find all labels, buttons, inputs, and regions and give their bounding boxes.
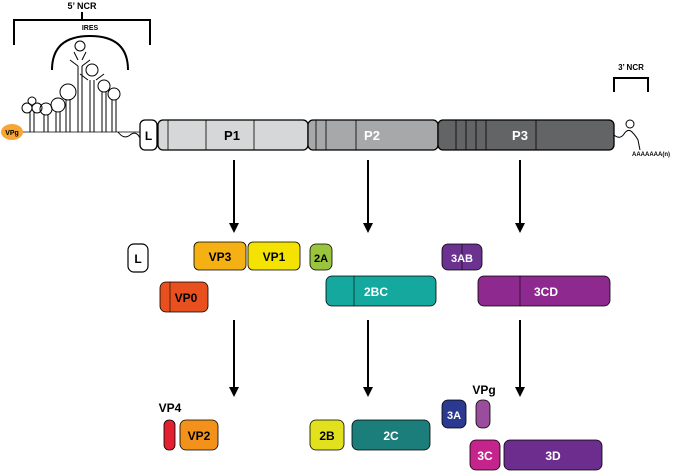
l-genome-label: L bbox=[145, 129, 152, 143]
b2-label: 2B bbox=[319, 429, 335, 443]
ncr5-label: 5’ NCR bbox=[67, 1, 97, 11]
rna-secondary-structure bbox=[13, 40, 141, 139]
vp2-label: VP2 bbox=[188, 429, 211, 443]
bc2-box bbox=[325, 275, 437, 307]
bc2-label: 2BC bbox=[364, 285, 388, 299]
a3-label: 3A bbox=[447, 410, 461, 422]
ncr3-label: 3’ NCR bbox=[618, 63, 644, 72]
vp4-box bbox=[163, 419, 176, 451]
rna-3prime-structure bbox=[613, 119, 641, 151]
vp1-label: VP1 bbox=[263, 250, 286, 264]
vp3-box bbox=[193, 241, 247, 271]
d3-box bbox=[503, 439, 603, 471]
vpg-genome-node bbox=[1, 124, 23, 140]
ab3-label: 3AB bbox=[451, 253, 473, 265]
c2-label: 2C bbox=[383, 429, 399, 443]
c3-label: 3C bbox=[477, 449, 493, 463]
ncr5-bracket bbox=[13, 12, 151, 45]
c3-box bbox=[469, 439, 501, 471]
vp0-label: VP0 bbox=[175, 291, 198, 305]
a3-box bbox=[441, 399, 467, 429]
p3-label: P3 bbox=[512, 128, 528, 143]
p1-label: P1 bbox=[224, 128, 240, 143]
a2-box bbox=[309, 243, 333, 271]
vp0-box bbox=[159, 281, 209, 313]
ires-arc bbox=[51, 34, 129, 71]
a2-label: 2A bbox=[314, 253, 328, 265]
l-genome-box bbox=[139, 119, 158, 151]
ncr3-bracket bbox=[613, 77, 649, 92]
vp2-box bbox=[179, 419, 219, 451]
cd3-label: 3CD bbox=[534, 285, 558, 299]
d3-label: 3D bbox=[545, 449, 561, 463]
cd3-box bbox=[477, 275, 611, 307]
polya-label: AAAAAAA(n) bbox=[632, 152, 670, 158]
vpg-product-box bbox=[475, 399, 491, 429]
vp1-box bbox=[247, 241, 301, 271]
p2-label: P2 bbox=[364, 128, 380, 143]
vp4-label: VP4 bbox=[159, 401, 182, 415]
vp3-label: VP3 bbox=[209, 250, 232, 264]
vpg-genome-label: VPg bbox=[5, 130, 19, 137]
l-protein-box bbox=[127, 243, 149, 273]
ires-label: IRES bbox=[82, 25, 99, 32]
b2-box bbox=[309, 419, 345, 451]
c2-box bbox=[351, 419, 431, 451]
vpg-product-label: VPg bbox=[472, 383, 495, 397]
l-protein-label: L bbox=[134, 252, 141, 266]
